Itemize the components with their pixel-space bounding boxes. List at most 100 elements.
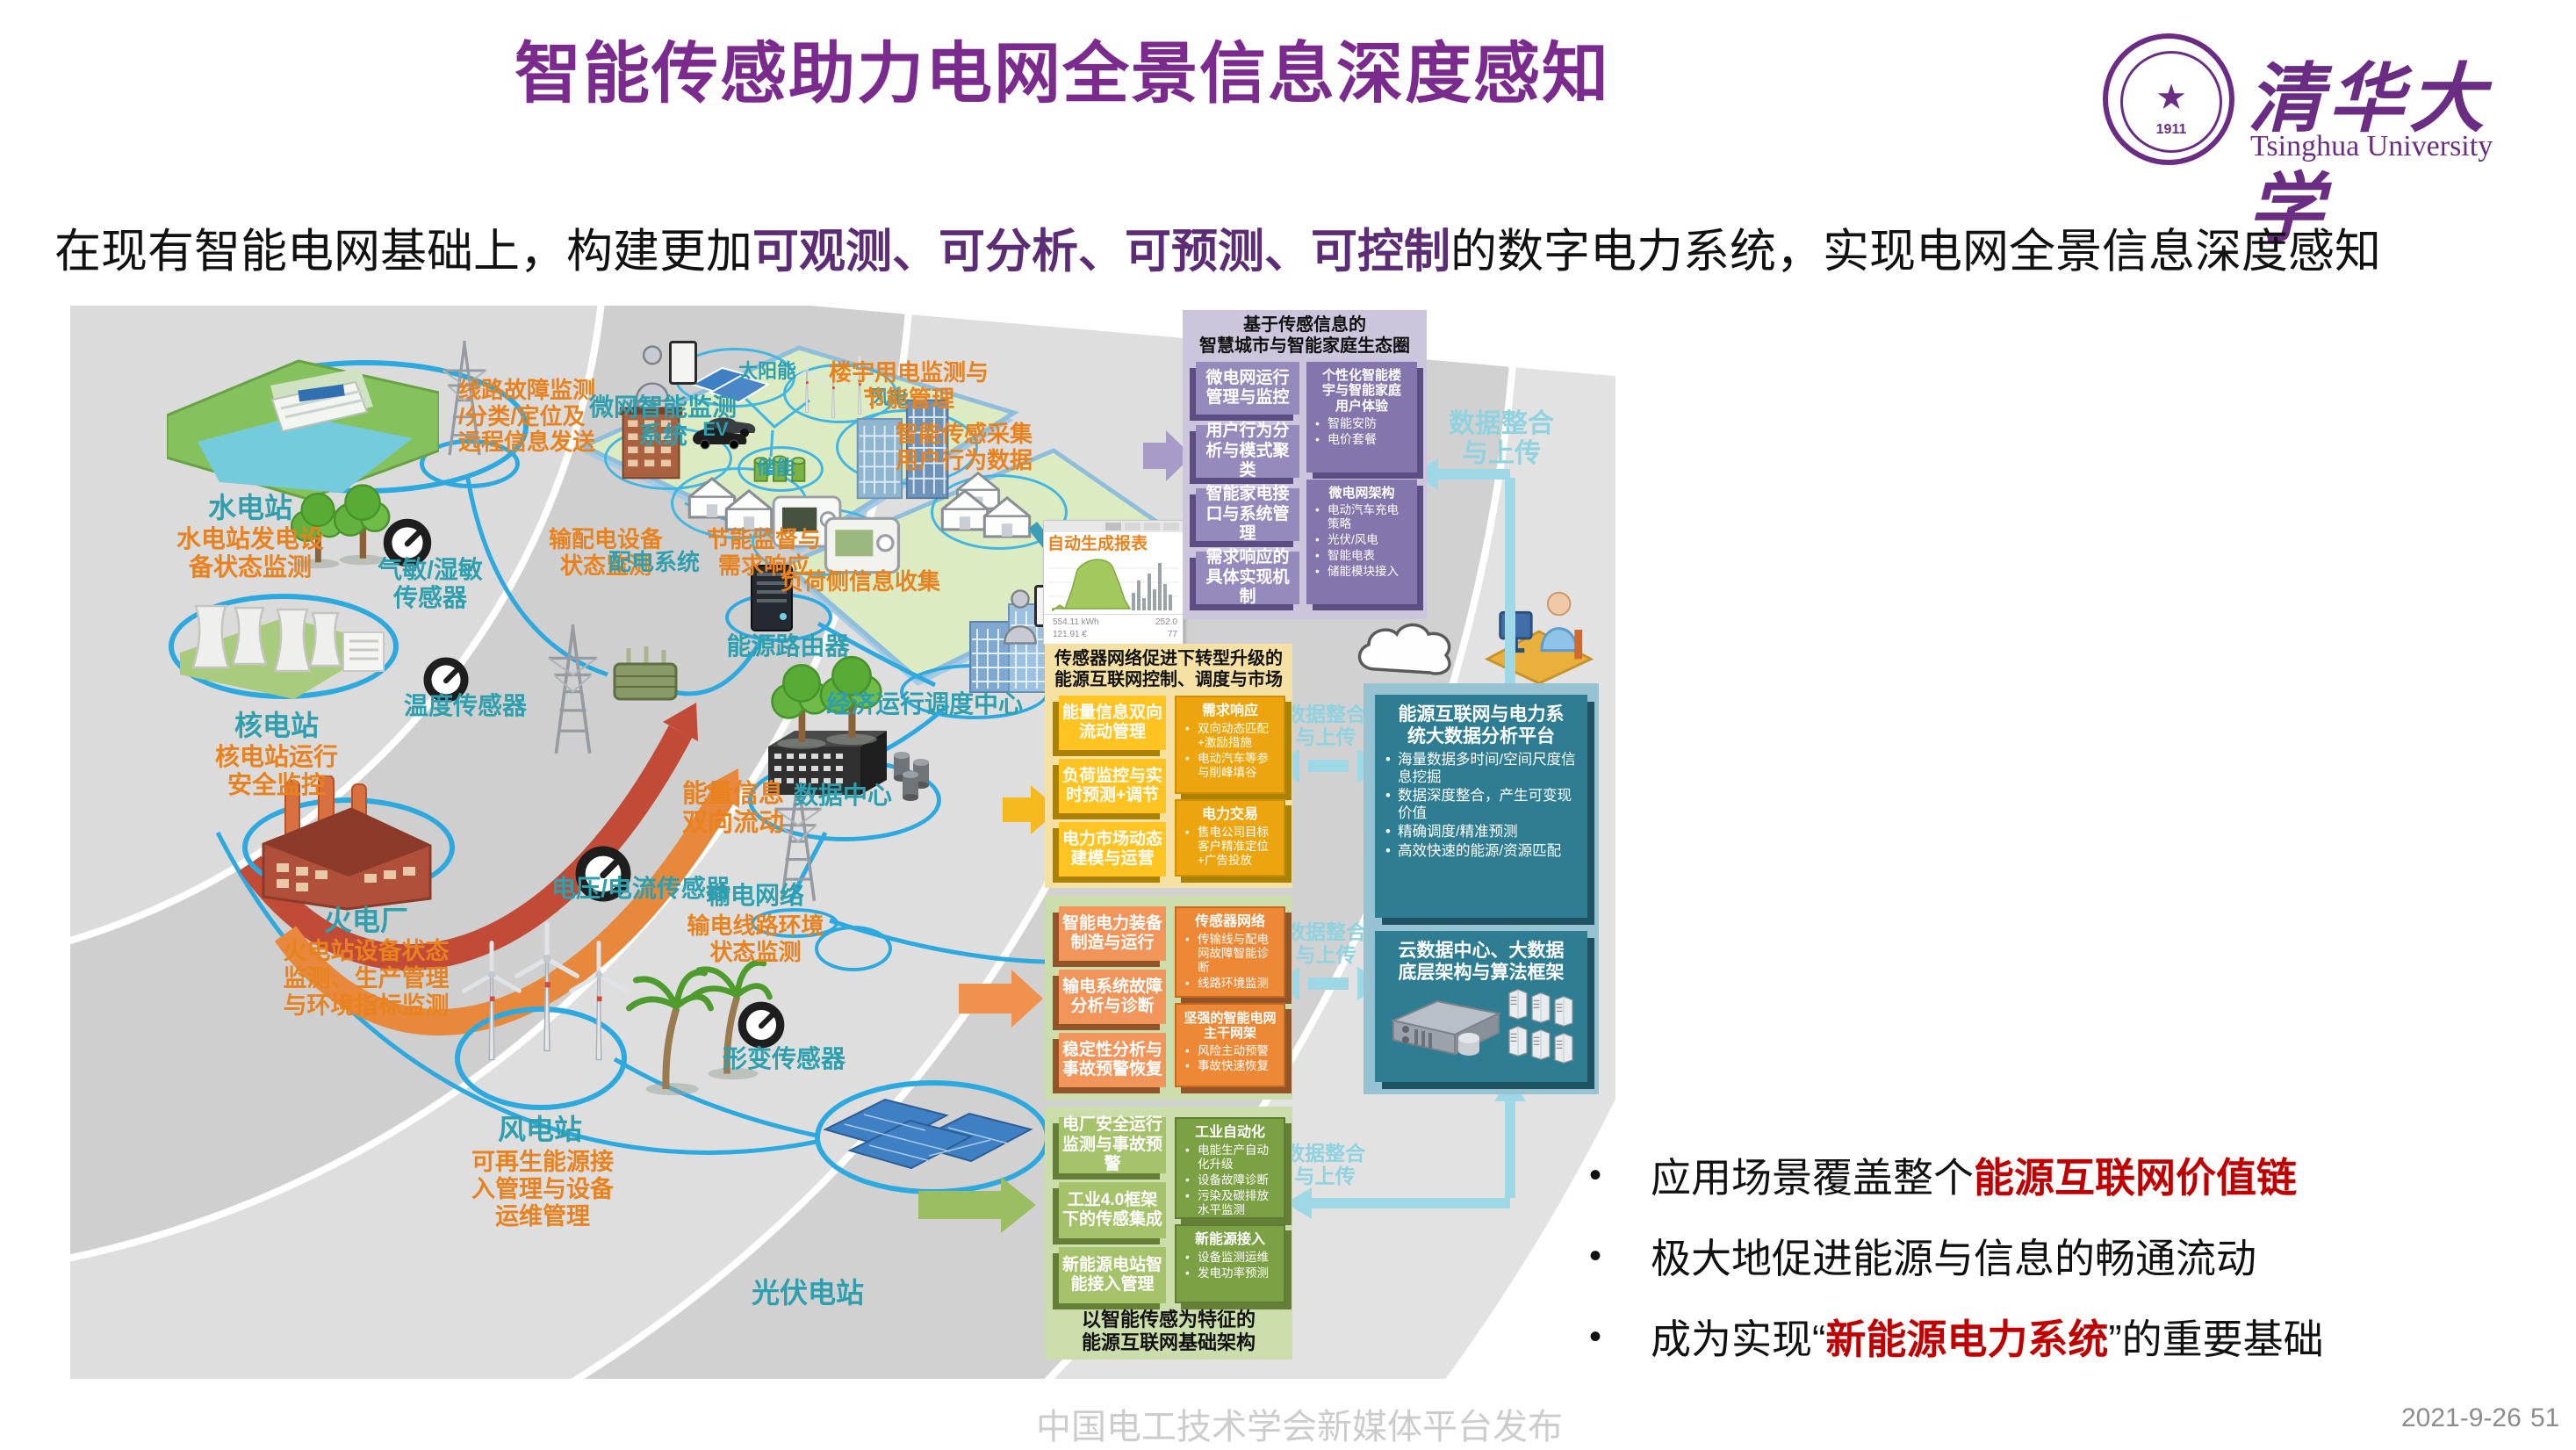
strain-sensor-label: 形变传感器 [722,1045,845,1072]
energy-router-label: 能源路由器 [726,632,850,660]
panel-box: 智能家电接口与系统管理 [1196,485,1299,543]
microgrid-monitor-label: 微网智能监测 系统 [588,393,737,449]
smart-meter-icon [824,516,901,574]
panel-box: 工业自动化 电能生产自动化升级 设备故障诊断 污染及碳排放水平监测 [1175,1117,1285,1219]
mini-wind-ellipse [783,364,897,423]
panel-box: 工业4.0框架下的传感集成 [1059,1182,1166,1238]
subtitle-post: 的数字电力系统，实现电网全景信息深度感知 [1450,226,2381,278]
panel-box: 需求响应的具体实现机制 [1196,548,1299,606]
panel-box: 电力市场动态建模与运营 [1059,822,1166,876]
orange-flow-arrow [959,970,1043,1028]
panel-box: 稳定性分析与事故预警恢复 [1059,1033,1166,1087]
purple-flow-arrow [1143,430,1192,481]
dist-system-label: 配电系统 [608,549,700,575]
page-title: 智能传感助力电网全景信息深度感知 [514,37,1610,112]
database-icon [894,752,929,801]
microgrid-building-icon [619,398,683,480]
panel-box: 智能电力装备制造与运行 [1059,906,1166,961]
nuclear-label: 核电站 [234,710,319,741]
energy-router-icon [751,565,793,631]
footer-date: 2021-9-26 [2401,1403,2522,1432]
hydro-label: 水电站 [207,492,292,523]
transformer-icon [613,646,678,701]
grid-sensing-diagram: 自动生成报表 554.11 kWh 252.0 121.91 € 77 水电站 … [70,306,1615,1379]
solar-mini-label: 太阳能 [738,360,796,382]
subtitle: 在现有智能电网基础上，构建更加可观测、可分析、可预测、可控制的数字电力系统，实现… [54,214,2576,281]
report-v1: 252.0 [1155,617,1177,627]
dist-equip-label: 输配电设备 状态监测 [548,526,663,579]
server-rack-icon [1390,989,1573,1064]
panel-box: 输电系统故障分析与诊断 [1059,970,1166,1024]
trans-env-label: 输电线路环境 状态监测 [687,913,824,965]
upload-label: 数据整合 与上传 [1284,1142,1365,1188]
solar-farm-icon [823,1098,1033,1170]
smart-meter-icon [772,495,842,548]
nuclear-station-icon [180,604,386,699]
university-logo: ★ 1911 清华大学 Tsinghua University [2103,26,2559,251]
green-flow-arrow [918,1177,1036,1233]
panel-box: 用户行为分析与模式聚类 [1196,422,1299,480]
report-kwh: 554.11 kWh [1053,617,1099,627]
footer-page-number: 51 [2530,1403,2560,1432]
report-chart [1047,559,1179,612]
wind-station-label: 风电站 [497,1114,582,1145]
ev-cars-icon [693,417,756,450]
wind-mini-label: 风电 [868,386,908,408]
wind-desc: 可再生能源接 入管理与设备 运维管理 [471,1149,614,1230]
temp-sensor-label: 温度传感器 [403,692,527,719]
trans-tower-ellipse [751,908,838,938]
gas-sensor-label: 气敏/湿敏 传感器 [378,556,483,611]
subtitle-pre: 在现有智能电网基础上，构建更加 [54,226,752,278]
hydro-station-icon [167,359,439,501]
logo-name-en: Tsinghua University [2250,130,2493,162]
hydro-desc: 水电站发电设 备状态监测 [176,525,324,581]
storage-label: 储能 [756,457,795,479]
list-item: • 极大地促进能源与信息的畅通流动 [1589,1236,2256,1281]
data-center-label: 数据中心 [793,782,892,809]
seal-year: 1911 [2155,122,2187,137]
list-item: • 成为实现“新能源电力系统”的重要基础 [1589,1317,2324,1362]
thermal-label: 火电厂 [323,905,408,936]
report-v2: 77 [1167,630,1177,639]
mini-solar-panel-icon [690,366,771,404]
panel-box: 电力交易 售电公司目标客户精准定位+广告投放 [1175,799,1285,876]
office-towers-icon [856,399,949,500]
nuclear-desc: 核电站运行 安全监控 [214,743,338,798]
line-tower-ellipse [420,439,520,488]
logo-name-zh: 清华大学 [2248,57,2490,251]
panel-box: 微电网架构 电动汽车充电策略 光伏/风电 智能电表 储能模块接入 [1306,480,1417,604]
bigdata-analysis-title: 能源互联网与电力系 统大数据分析平台 [1398,704,1565,747]
energy-supervise-label: 节能监督与 需求响应 [706,526,821,579]
list-item: • 应用场景覆盖整个能源互联网价值链 [1589,1155,2297,1201]
panel-box: 负荷监控与实时预测+调节 [1059,759,1166,813]
keyword-predictable: 可预测、 [1125,226,1311,278]
cloud-datacenter-box: 云数据中心、大数据 底层架构与算法框架 [1375,931,1587,1082]
battery-storage-icon [753,455,806,482]
bigdata-analysis-box: 能源互联网与电力系 统大数据分析平台 海量数据多时间/空间尺度信息挖掘 数据深度… [1375,695,1587,918]
panel-box: 能量信息双向流动管理 [1059,696,1166,750]
pv-station-label: 光伏电站 [751,1277,864,1309]
energy-infra-caption: 以智能传感为特征的 能源互联网基础架构 [1081,1309,1256,1354]
panel-box: 新能源电站智能接入管理 [1059,1247,1166,1303]
energy-market-panel-title: 传感器网络促进下转型升级的 能源互联网控制、调度与市场 [1054,649,1283,689]
tsinghua-seal-icon: ★ 1911 [2103,33,2234,165]
upload-label: 数据整合 与上传 [1285,920,1366,967]
load-collect-label: 负荷侧信息收集 [780,568,940,595]
panel-box: 微电网运行管理与监控 [1196,362,1299,415]
panel-box: 个性化智能楼 宇与智能家庭 用户体验 智能安防 电价套餐 [1306,362,1417,473]
wind-ellipse [455,1006,627,1110]
sensing-collect-label: 智能传感采集 用户行为数据 [895,421,1033,473]
volt-sensor-label: 电压/电流传感器 [551,875,730,902]
footer-publisher: 中国电工技术学会新媒体平台发布 [1036,1408,1563,1446]
auto-report-card: 自动生成报表 554.11 kWh 252.0 121.91 € 77 [1043,520,1184,645]
thermal-plant-icon [262,775,432,911]
report-title: 自动生成报表 [1047,535,1148,553]
upload-label: 数据整合 与上传 [1449,409,1554,469]
report-cost: 121.91 € [1053,630,1087,639]
keyword-observable: 可观测、 [752,226,939,278]
phone-icon [669,341,697,385]
panel-box: 传感器网络 传输线与配电网故障智能诊断 线路环境监测 [1175,906,1285,998]
cloud-datacenter-title: 云数据中心、大数据 底层架构与算法框架 [1398,941,1565,984]
energy-flow-arrows [239,703,739,1035]
